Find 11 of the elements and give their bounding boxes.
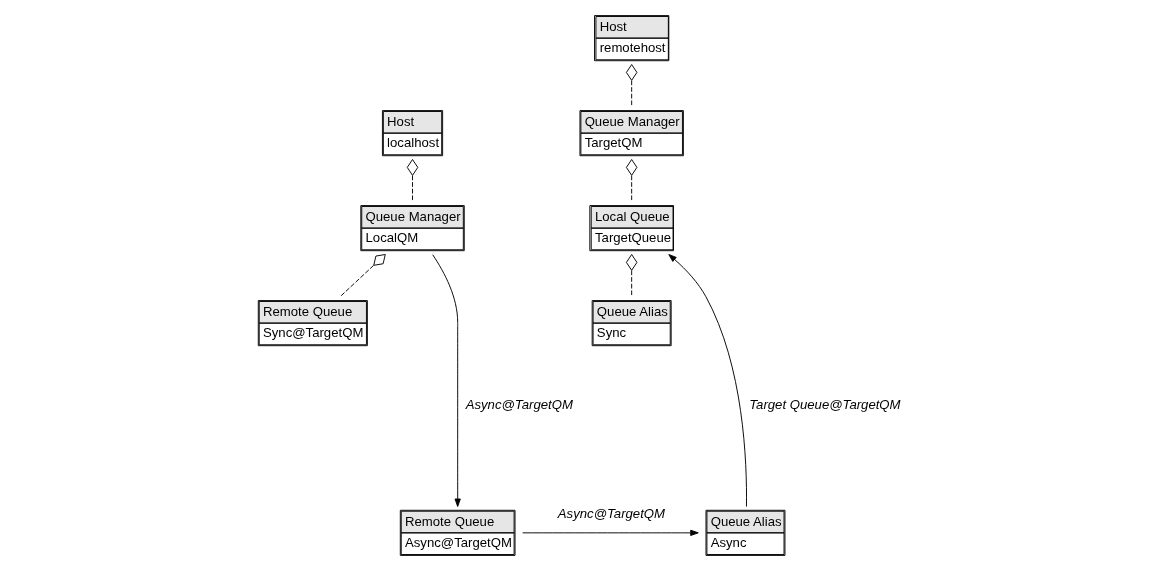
arrow [522,529,699,536]
arrow [432,254,461,507]
edge-label: Target Queue@TargetQM [749,397,901,413]
edge-label: Async@TargetQM [465,397,573,413]
connector [406,159,419,203]
connector [625,254,638,298]
edge-label: Async@TargetQM [557,506,666,522]
connector [339,254,386,298]
connector [625,159,638,203]
connector [625,64,638,108]
arrow [668,254,747,507]
